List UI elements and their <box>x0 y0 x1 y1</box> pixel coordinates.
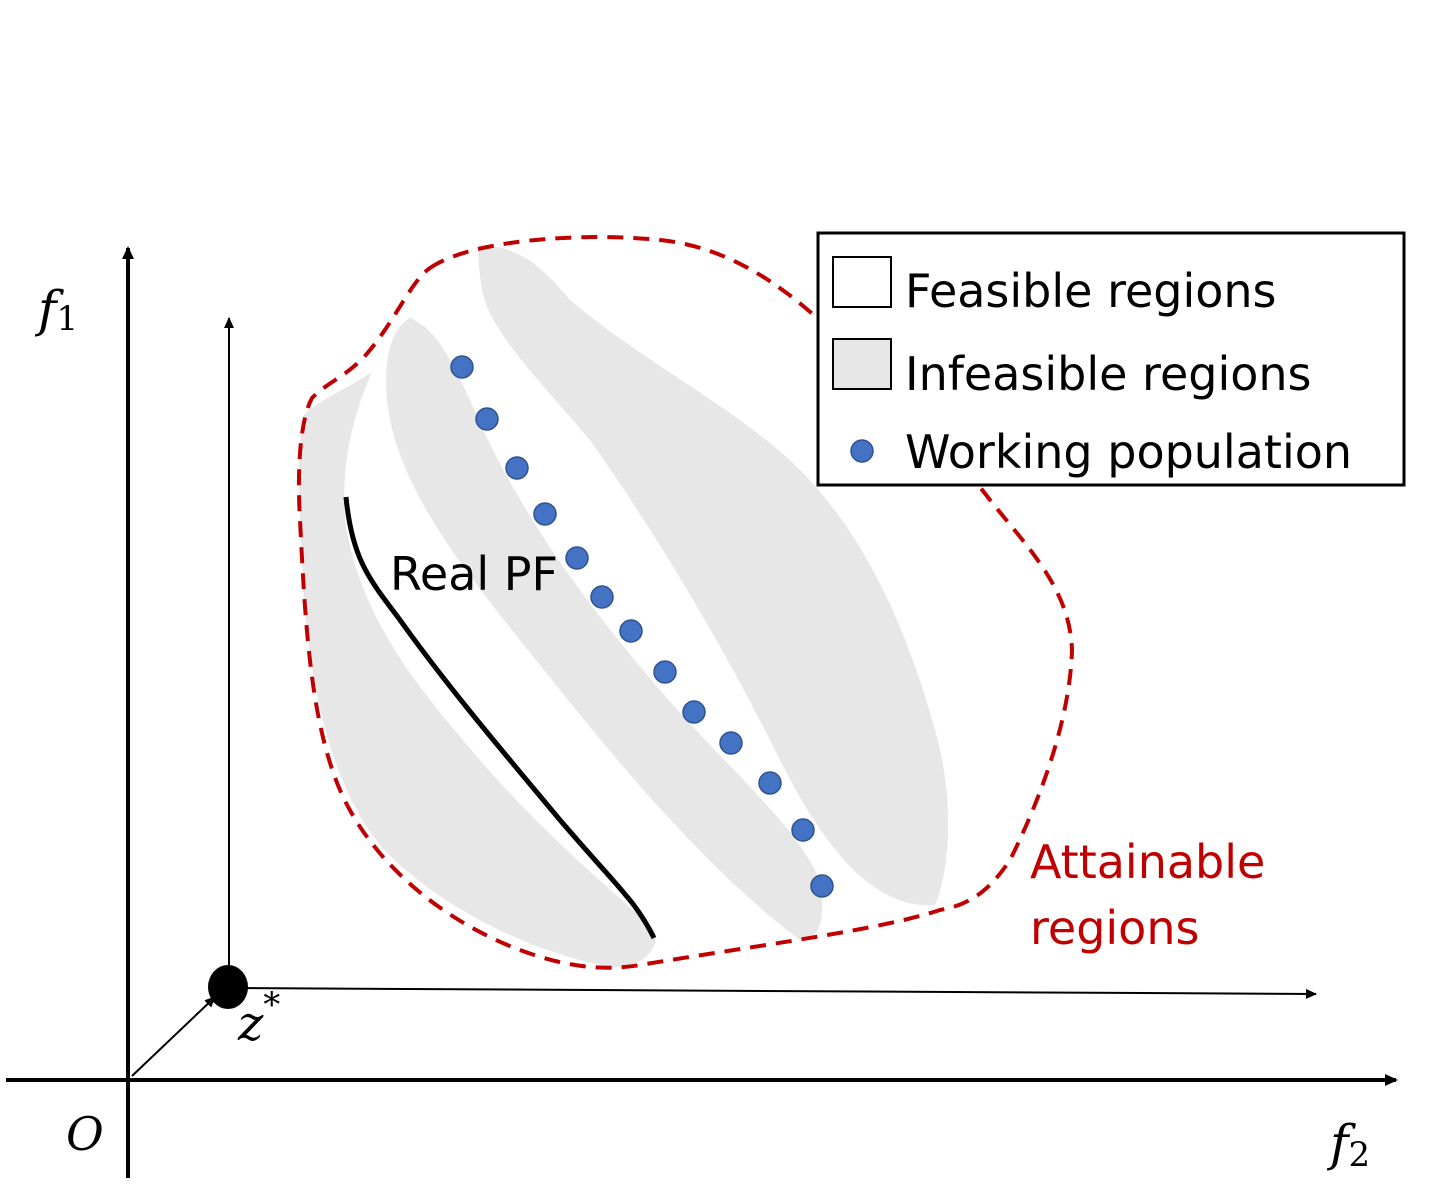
shifted-f2-axis <box>228 987 1317 999</box>
population-dot <box>533 502 557 526</box>
population-dot <box>505 456 529 480</box>
f1-axis-label: f1 <box>34 280 78 339</box>
population-dot <box>590 585 614 609</box>
population-dot <box>791 818 815 842</box>
legend-label-feasible: Feasible regions <box>905 264 1277 318</box>
ideal-point <box>208 965 248 1009</box>
legend: Feasible regions Infeasible regions Work… <box>816 231 1406 487</box>
infeasible-region-right <box>478 245 949 906</box>
origin-to-ideal-arrow <box>131 996 216 1077</box>
population-dot <box>719 731 743 755</box>
population-dot <box>682 700 706 724</box>
population-dot <box>653 660 677 684</box>
attainable-label-line2: regions <box>1030 901 1199 955</box>
legend-box <box>816 231 1406 487</box>
population-dot <box>450 355 474 379</box>
real-pf-label: Real PF <box>390 547 558 601</box>
infeasible-region-left <box>298 372 656 968</box>
population-dot <box>758 771 782 795</box>
infeasible-swatch <box>832 338 892 390</box>
legend-label-infeasible: Infeasible regions <box>905 347 1312 401</box>
legend-label-population: Working population <box>905 425 1352 479</box>
population-swatch <box>850 439 874 463</box>
real-pf-curve <box>343 496 657 940</box>
population-dot <box>475 407 499 431</box>
infeasible-region-middle <box>386 318 823 941</box>
population-dot <box>565 546 589 570</box>
attainable-label-line1: Attainable <box>1030 835 1265 889</box>
ideal-point-label: z* <box>237 985 280 1052</box>
population-dot <box>810 874 834 898</box>
f2-axis-label: f2 <box>1326 1114 1370 1175</box>
population-dot <box>619 619 643 643</box>
working-population <box>450 355 834 898</box>
origin-label: O <box>66 1107 104 1161</box>
feasible-swatch <box>832 256 892 308</box>
